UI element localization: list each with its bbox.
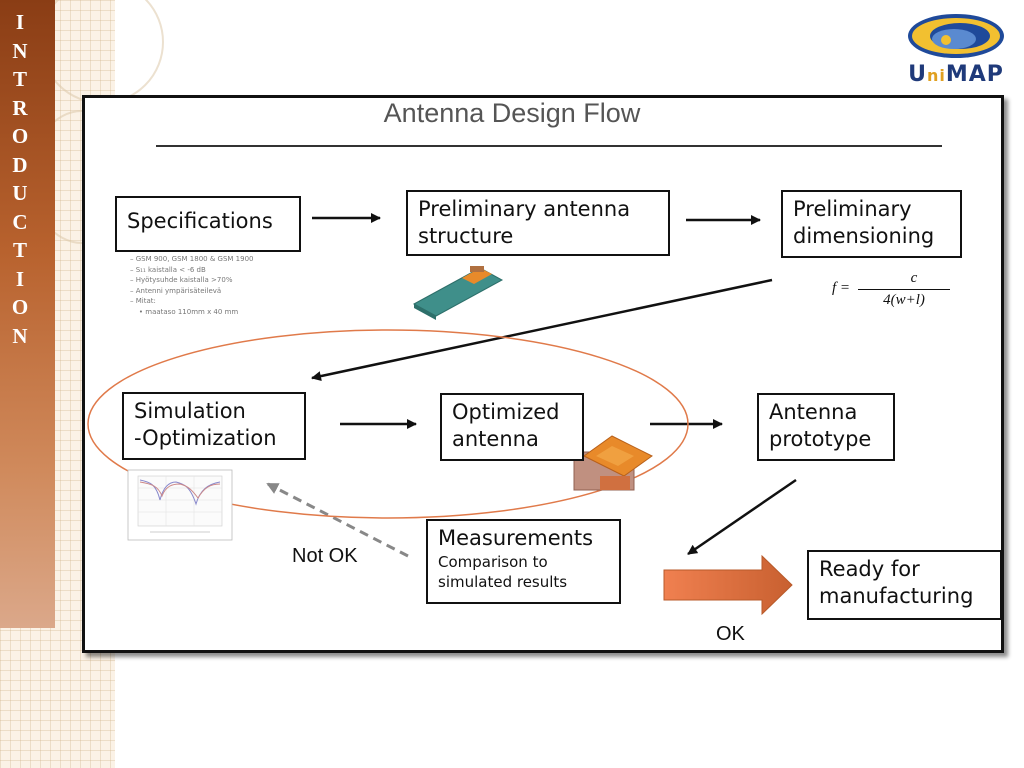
title-divider — [156, 145, 942, 147]
specifications-box: Specifications — [115, 196, 301, 252]
antenna-prototype-box: Antenna prototype — [757, 393, 895, 461]
logo-wordmark: UniMAP — [908, 62, 1004, 87]
arrow-dimensioning-to-simulation — [311, 278, 773, 382]
simulation-plot-thumbnail — [127, 469, 233, 541]
side-banner-letter: I — [15, 266, 25, 291]
optimized-antenna-box: Optimized antenna — [440, 393, 584, 461]
spec-list-item: – S₁₁ kaistalla < -6 dB — [130, 265, 206, 274]
antenna-structure-image — [412, 266, 504, 320]
side-banner-letter: U — [12, 181, 28, 205]
specification-details: – GSM 900, GSM 1800 & GSM 1900 – S₁₁ kais… — [130, 254, 253, 317]
side-banner-letter: N — [12, 38, 28, 63]
spec-list-item: – Antenni ympärisäteilevä — [130, 286, 222, 295]
side-banner-letter: O — [11, 124, 29, 148]
spec-list-item: – GSM 900, GSM 1800 & GSM 1900 — [130, 255, 254, 263]
side-banner-letter: C — [12, 209, 28, 234]
spec-list-item: – Hyötysuhde kaistalla >70% — [130, 276, 233, 284]
preliminary-dimensioning-box: Preliminary dimensioning — [781, 190, 962, 258]
side-banner-letter: T — [12, 238, 27, 262]
ok-label: OK — [716, 623, 745, 645]
side-banner-letter: O — [11, 295, 29, 319]
measurements-box: Measurements Comparison to simulated res… — [426, 519, 621, 604]
side-banner-letter: R — [12, 95, 28, 120]
simulation-optimization-box: Simulation -Optimization — [122, 392, 306, 460]
slide-title: Antenna Design Flow — [383, 98, 641, 128]
not-ok-label: Not OK — [292, 545, 358, 567]
spec-list-item: – Mitat: — [130, 297, 156, 305]
preliminary-structure-box: Preliminary antenna structure — [406, 190, 670, 256]
logo-emblem — [908, 14, 1004, 58]
optimized-antenna-image — [573, 435, 653, 491]
arrow-prototype-to-measurements — [687, 478, 797, 556]
optimization-loop-ellipse — [87, 329, 689, 519]
arrow-not-ok-feedback — [266, 482, 409, 558]
side-banner-letter: I — [15, 10, 25, 34]
side-banner-letter: N — [12, 323, 28, 348]
unimap-logo: UniMAP — [900, 6, 1012, 90]
ok-arrow — [663, 554, 793, 616]
side-banner-letter: T — [12, 67, 27, 91]
ready-for-manufacturing-box: Ready for manufacturing — [807, 550, 1002, 620]
side-banner-letter: D — [12, 152, 28, 177]
spec-list-item: • maataso 110mm x 40 mm — [130, 307, 239, 316]
